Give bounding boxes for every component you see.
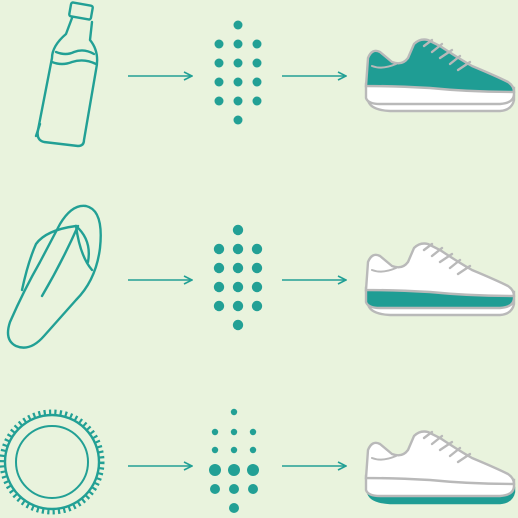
pellet-dots	[215, 21, 262, 125]
tire-icon	[2, 412, 102, 512]
row-flip-flop	[8, 206, 514, 348]
row-tire	[2, 409, 514, 513]
sneaker-outsole-icon	[366, 432, 514, 504]
flip-flop-icon	[8, 206, 101, 348]
row-bottle	[36, 2, 514, 146]
sneaker-midsole-icon	[366, 244, 514, 316]
sneaker-upper-icon	[366, 40, 514, 112]
pellet-dots	[214, 225, 262, 330]
plastic-bottle-icon	[36, 2, 97, 146]
pellet-dots	[209, 409, 259, 513]
